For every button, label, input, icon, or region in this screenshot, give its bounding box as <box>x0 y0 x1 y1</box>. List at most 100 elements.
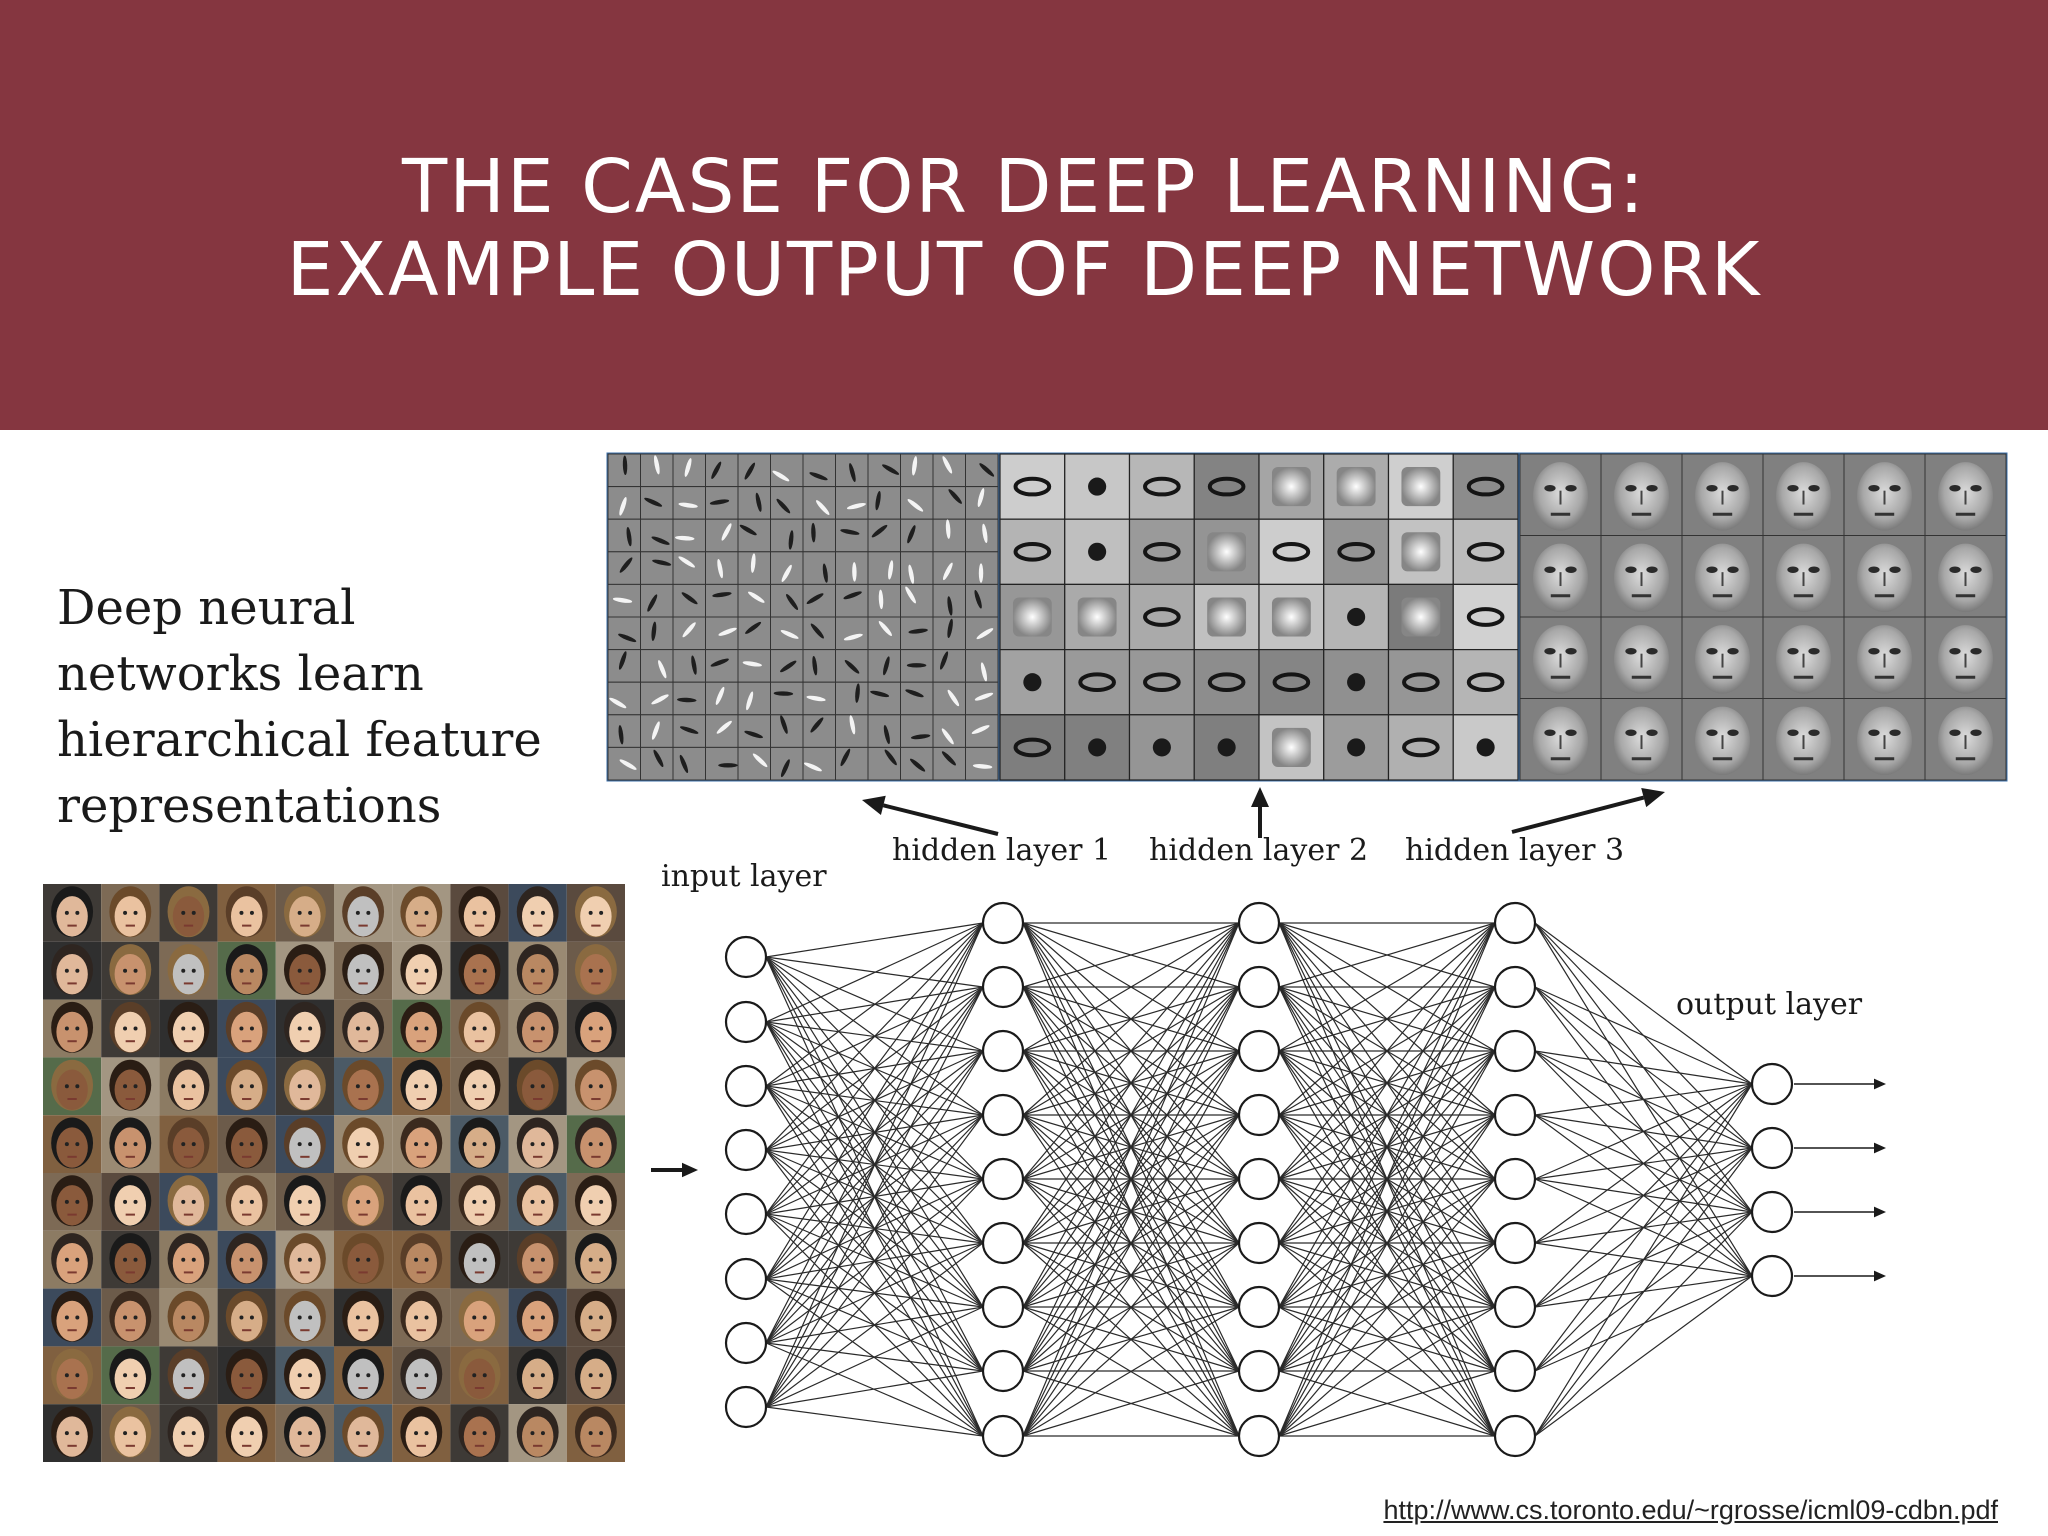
input-face <box>43 1404 102 1462</box>
feature-cell <box>640 486 674 520</box>
face-eye <box>540 1315 545 1320</box>
face-eye <box>1625 729 1637 736</box>
connection <box>1534 986 1753 1085</box>
part-stroke <box>1143 607 1181 627</box>
feature-panel-2 <box>998 452 1520 782</box>
feature-cell <box>640 518 674 553</box>
caption-line: representations <box>57 778 442 834</box>
edge-filter <box>681 592 698 605</box>
face-eye <box>355 1315 360 1320</box>
face-eye <box>133 1199 138 1204</box>
input-face <box>101 1173 160 1231</box>
input-face <box>566 884 625 942</box>
feature-cell <box>1681 616 1764 699</box>
filter-cell <box>672 486 706 520</box>
feature-cell <box>640 681 674 716</box>
arrow-head <box>862 795 886 815</box>
face-eye <box>239 910 244 915</box>
face-eye <box>75 1026 80 1031</box>
input-face <box>101 941 160 1000</box>
network-nodes <box>724 901 1794 1458</box>
filter-cell <box>900 551 934 585</box>
feature-cell <box>770 746 804 781</box>
face-eye <box>414 1315 419 1320</box>
feature-cell <box>1128 453 1195 520</box>
slide-title-line-1: THE CASE FOR DEEP LEARNING: <box>402 144 1646 230</box>
face-eye <box>1868 647 1880 655</box>
source-link[interactable]: http://www.cs.toronto.edu/~rgrosse/icml0… <box>1383 1495 1998 1525</box>
face-eye <box>482 1315 487 1320</box>
input-face <box>101 1230 160 1289</box>
feature-cell <box>705 453 739 488</box>
neuron-node <box>1493 1093 1537 1137</box>
part-stroke <box>1347 607 1366 627</box>
edge-filter <box>849 463 856 482</box>
input-face <box>159 999 218 1058</box>
face-eye <box>123 968 128 973</box>
feature-cell <box>1452 453 1519 520</box>
face-eye <box>366 1199 371 1204</box>
feature-cell <box>932 518 966 553</box>
edge-filter <box>712 592 732 598</box>
arrow-head <box>1874 1078 1886 1090</box>
feature-cell <box>932 649 966 683</box>
part-cell <box>999 518 1066 586</box>
filter-cell <box>607 714 641 748</box>
connection <box>1534 1050 1753 1085</box>
neuron-node <box>1493 1029 1537 1073</box>
connection <box>1278 922 1496 1244</box>
face-skin <box>230 1358 263 1399</box>
face-eye <box>1706 566 1718 573</box>
face-skin <box>347 1242 379 1284</box>
feature-cell <box>932 551 966 585</box>
edge-filter <box>910 734 931 740</box>
face-eye <box>588 1026 593 1031</box>
face-eye <box>599 1026 604 1031</box>
face-skin <box>405 1358 438 1399</box>
edge-filter <box>843 633 863 641</box>
edge-filter <box>739 524 757 536</box>
edge-filter <box>684 458 692 477</box>
edge-filter <box>972 764 993 769</box>
input-face <box>159 1173 218 1231</box>
edge-filter <box>908 628 928 634</box>
part-stroke <box>1078 672 1116 693</box>
feature-cell <box>1387 453 1454 520</box>
face-eye <box>297 1084 302 1089</box>
feature-cell <box>1519 453 1602 536</box>
part-stroke <box>1088 477 1107 496</box>
face-eye <box>530 1199 535 1204</box>
feature-cell <box>965 681 999 716</box>
face-eye <box>181 968 186 973</box>
edge-filter <box>846 502 866 510</box>
face-skin <box>521 1069 554 1110</box>
face-eye <box>366 1315 371 1320</box>
feature-cell <box>672 714 706 748</box>
connection <box>765 1114 984 1408</box>
face-skin <box>114 1185 147 1226</box>
feature-cell <box>1762 535 1845 618</box>
input-face <box>217 1230 276 1289</box>
face-skin <box>172 1069 205 1110</box>
edge-filter <box>622 455 628 476</box>
connection <box>1534 1275 1753 1437</box>
face-eye <box>1787 647 1799 655</box>
neuron-node <box>1750 1062 1794 1106</box>
feature-cell <box>770 583 804 618</box>
face-eye <box>239 1142 244 1147</box>
connection <box>1022 922 1240 1437</box>
face-eye <box>1565 484 1577 492</box>
caption: Deep neural networks learn hierarchical … <box>57 575 542 839</box>
input-face <box>334 1230 393 1289</box>
edge-filter <box>612 597 633 603</box>
part-stroke <box>1271 467 1311 507</box>
connection <box>1022 1114 1240 1437</box>
face-eye <box>64 1142 69 1147</box>
edge-filter <box>844 659 860 674</box>
filter-cell <box>640 518 674 553</box>
neuron-node <box>1750 1126 1794 1170</box>
face-skin <box>463 1242 496 1284</box>
output-arrow <box>1794 1142 1886 1154</box>
face-skin <box>521 1416 554 1457</box>
feature-cell <box>1128 518 1195 586</box>
